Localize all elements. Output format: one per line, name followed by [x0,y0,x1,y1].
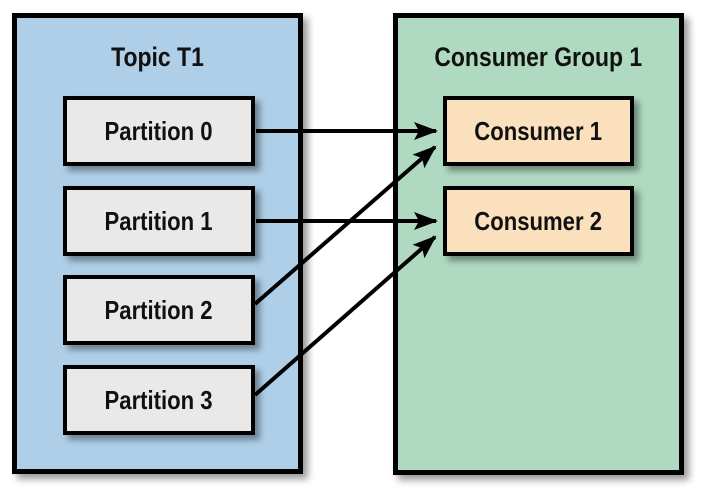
partition-2-label: Partition 2 [104,294,214,325]
consumer-1-label: Consumer 1 [474,115,603,146]
consumer-2-label: Consumer 2 [474,205,603,236]
partition-2-node: Partition 2 [63,275,255,345]
partition-1-node: Partition 1 [63,186,255,256]
consumer-group-title-text: Consumer Group 1 [434,42,643,72]
partition-1-label: Partition 1 [104,205,214,236]
topic-title: Topic T1 [17,42,298,73]
partition-3-node: Partition 3 [63,365,255,435]
partition-0-label: Partition 0 [104,115,214,146]
consumer-group-title: Consumer Group 1 [398,42,679,73]
partition-3-label: Partition 3 [104,384,214,415]
partition-0-node: Partition 0 [63,96,255,166]
topic-title-text: Topic T1 [111,42,204,72]
consumer-2-node: Consumer 2 [443,186,634,256]
consumer-1-node: Consumer 1 [443,96,634,166]
